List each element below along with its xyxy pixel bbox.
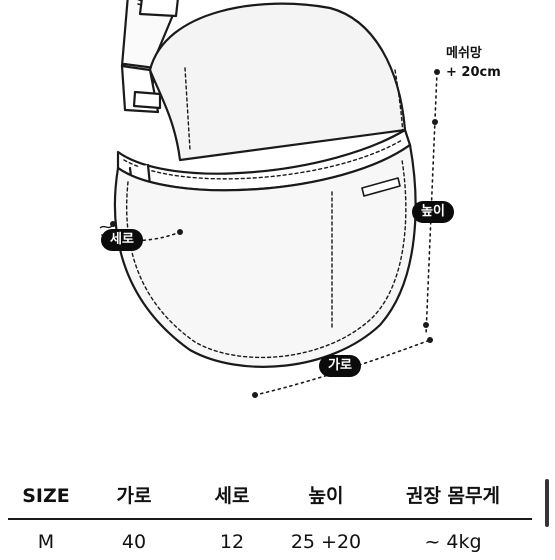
strap-buckle xyxy=(138,0,179,18)
cell-depth: 12 xyxy=(219,531,245,553)
table-divider xyxy=(8,518,532,520)
depth-measure-line xyxy=(101,231,181,242)
depth-label: 세로 xyxy=(101,229,143,251)
mesh-note-line2: + 20cm xyxy=(446,65,501,80)
height-label: 높이 xyxy=(412,201,454,223)
size-table: SIZE 가로 세로 높이 권장 몸무게 M 40 12 25 +20 ~ 4k… xyxy=(0,478,555,555)
width-label: 가로 xyxy=(319,355,361,377)
mesh-dome xyxy=(148,2,407,162)
header-height: 높이 xyxy=(308,485,344,507)
mesh-note-line1: 메쉬망 xyxy=(446,46,482,61)
carrier-bag-diagram xyxy=(99,0,440,398)
width-measure-line xyxy=(254,339,431,396)
bag-body xyxy=(113,143,417,368)
cell-weight: ~ 4kg xyxy=(424,531,482,553)
table-header-row: SIZE 가로 세로 높이 권장 몸무게 xyxy=(0,478,555,514)
table-row: M 40 12 25 +20 ~ 4kg xyxy=(0,524,555,560)
header-depth: 세로 xyxy=(214,485,250,507)
shoulder-strap xyxy=(120,0,177,72)
header-weight: 권장 몸무게 xyxy=(405,485,500,507)
mesh-extension-note: 메쉬망 + 20cm xyxy=(446,44,501,82)
cell-height: 25 +20 xyxy=(290,531,362,553)
header-width: 가로 xyxy=(116,485,152,507)
cell-size: M xyxy=(37,531,55,553)
header-size: SIZE xyxy=(22,485,70,507)
scrollbar-thumb[interactable] xyxy=(545,479,549,527)
cell-width: 40 xyxy=(121,531,147,553)
